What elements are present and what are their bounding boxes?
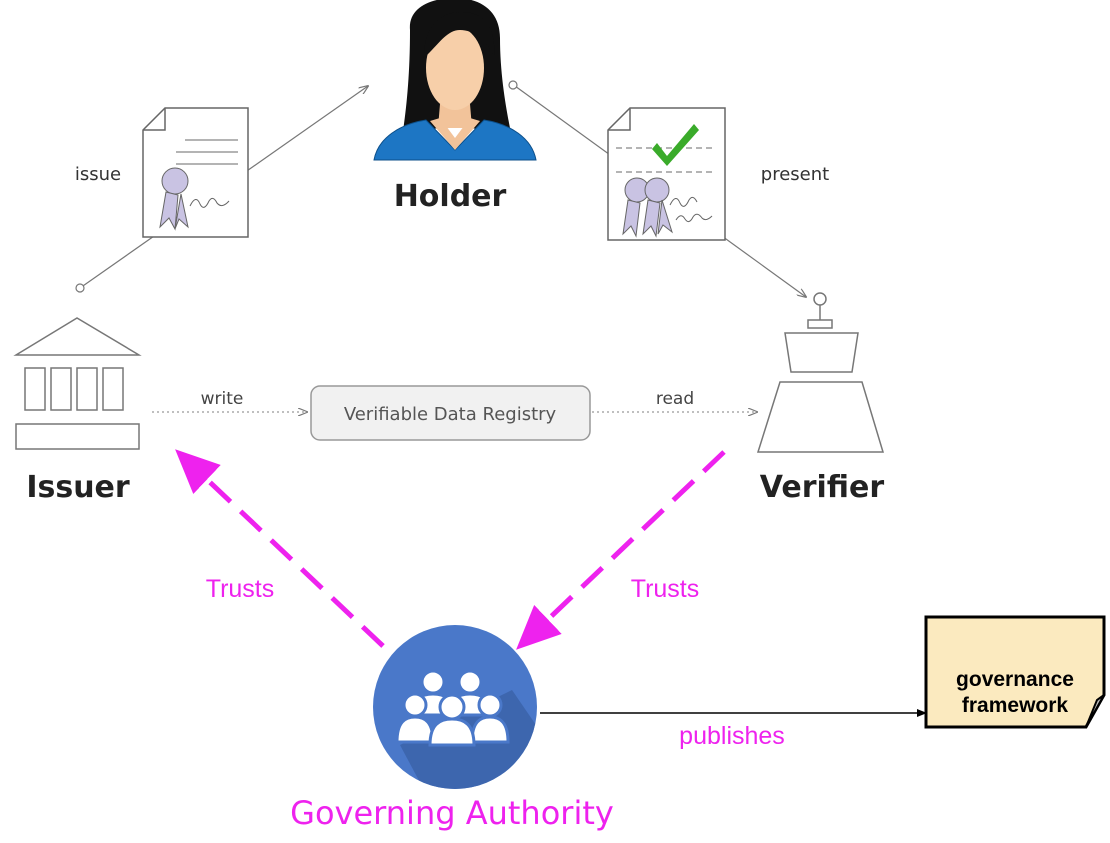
trusts-issuer-arrow: [175, 449, 385, 648]
registry-box: [310, 385, 591, 441]
certificate-icon: [142, 107, 249, 238]
trusts-verifier-arrow: [516, 450, 726, 650]
present-connector-start: [508, 80, 518, 90]
verifier-label: Verifier: [760, 470, 885, 505]
registry-label: Verifiable Data Registry: [344, 404, 557, 425]
person-icon: [373, 0, 537, 161]
checkmark-icon: [652, 124, 699, 166]
group-icon: [373, 625, 537, 789]
trusts-verifier-label: Trusts: [631, 575, 700, 603]
issue-label: issue: [75, 164, 121, 185]
governing-authority-label: Governing Authority: [290, 794, 614, 832]
holder-label: Holder: [394, 179, 507, 214]
governance-framework-document: [924, 615, 1106, 729]
document-line-2: framework: [962, 694, 1069, 717]
present-label: present: [761, 164, 829, 185]
institution-icon: [13, 317, 142, 450]
verifier-icon: [756, 292, 885, 453]
read-label: read: [656, 389, 694, 409]
write-label: write: [201, 389, 244, 409]
verified-certificate-icon: [607, 107, 726, 241]
trusts-issuer-label: Trusts: [206, 575, 275, 603]
issue-connector-start: [75, 283, 85, 293]
issuer-label: Issuer: [26, 470, 130, 505]
document-line-1: governance: [956, 668, 1074, 691]
publishes-label: publishes: [679, 722, 785, 750]
